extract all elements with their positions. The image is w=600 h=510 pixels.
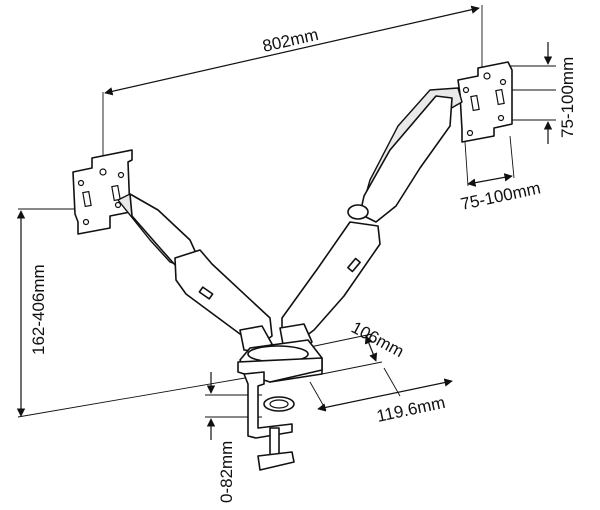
label-base-width: 119.6mm [375,393,447,426]
left-vesa-plate [72,149,133,235]
label-clamp-range: 0-82mm [217,441,236,503]
dimension-height-range: 162-406mm [16,208,246,418]
dimension-vesa-vertical: 75-100mm [508,42,577,144]
label-height-range: 162-406mm [29,264,48,355]
right-arm [279,87,463,353]
dimension-base-width: 119.6mm [309,367,453,426]
right-vesa-plate [457,61,513,143]
dimension-vesa-horizontal: 75-100mm [459,135,542,214]
label-vesa-vertical: 75-100mm [558,57,577,138]
left-arm [117,193,273,353]
desk-clamp [243,371,295,471]
label-base-depth: 106mm [348,318,407,361]
dimension-base-depth: 106mm [309,318,407,375]
